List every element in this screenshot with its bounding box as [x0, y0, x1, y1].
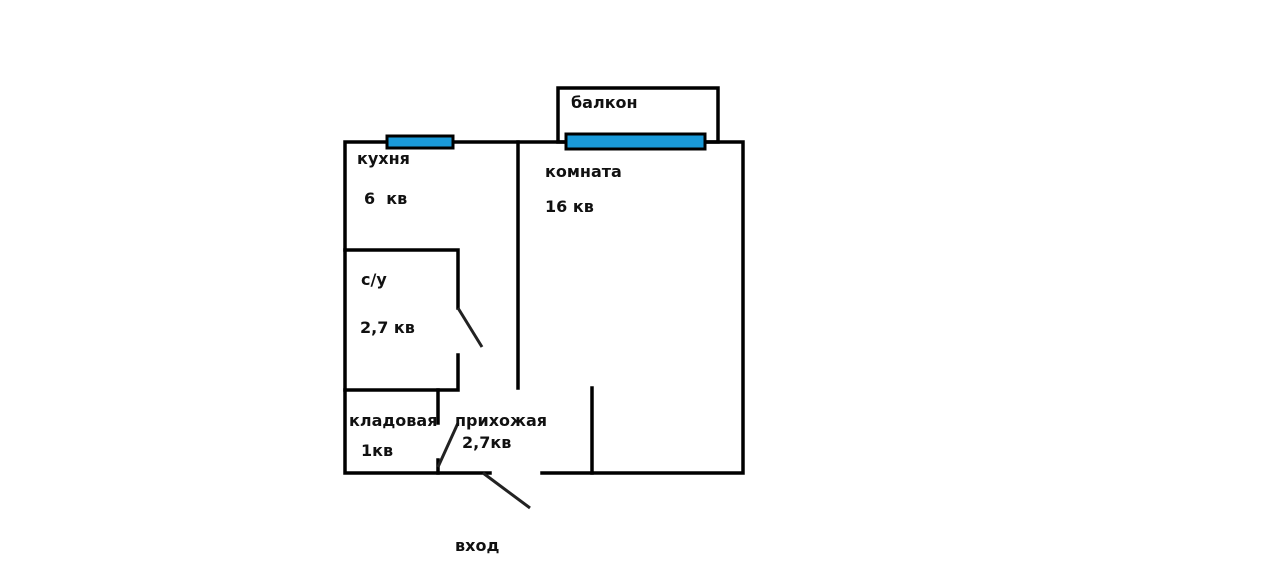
hallway-area: 2,7кв	[462, 433, 511, 452]
entrance-label: вход	[455, 536, 499, 555]
bathroom-wall-lower	[343, 353, 460, 392]
balcony-label: балкон	[571, 93, 638, 112]
kitchen-area: 6 кв	[364, 189, 407, 208]
room-label: комната	[545, 162, 622, 181]
room-area: 16 кв	[545, 197, 594, 216]
bathroom-door	[456, 307, 484, 348]
storage-door	[436, 422, 460, 468]
kitchen-label: кухня	[357, 149, 410, 168]
outer-wall	[343, 140, 745, 475]
storage-label: кладовая	[349, 411, 437, 430]
bathroom-wall	[343, 248, 460, 310]
bathroom-area: 2,7 кв	[360, 318, 415, 337]
kitchen-window	[385, 134, 455, 150]
entrance-door	[482, 471, 531, 510]
balcony-window	[564, 132, 707, 151]
hallway-label: прихожая	[455, 411, 547, 430]
bathroom-label: с/у	[361, 270, 387, 289]
storage-area: 1кв	[361, 441, 393, 460]
